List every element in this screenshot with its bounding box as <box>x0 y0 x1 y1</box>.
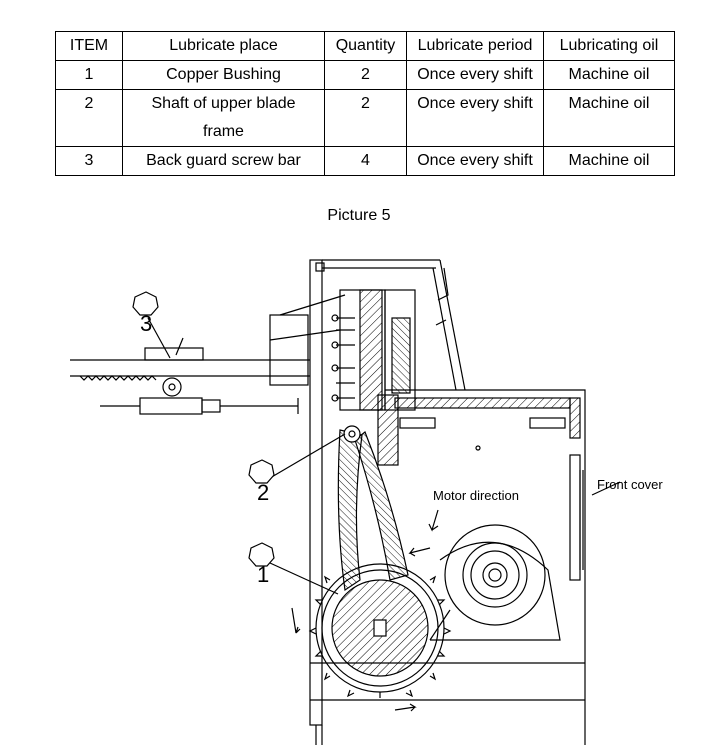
cell-period: Once every shift <box>406 60 544 90</box>
picture-caption: Picture 5 <box>327 207 391 224</box>
connecting-arm <box>337 425 409 592</box>
motor-housing <box>385 389 586 700</box>
cell-quantity: 2 <box>324 60 407 90</box>
cell-period: Once every shift <box>406 146 544 176</box>
col-header-oil: Lubricating oil <box>543 31 675 61</box>
motion-arrows <box>291 509 439 712</box>
cell-item: 1 <box>55 60 123 90</box>
callout-leaders <box>147 317 346 595</box>
flywheel <box>308 563 452 698</box>
lubrication-table: ITEM Lubricate place Quantity Lubricate … <box>55 31 675 176</box>
col-header-quantity: Quantity <box>324 31 407 61</box>
callout-3-label: 3 <box>140 311 152 336</box>
cell-place: Back guard screw bar <box>122 146 325 176</box>
cell-quantity: 4 <box>324 146 407 176</box>
cell-place: Copper Bushing <box>122 60 325 90</box>
upper-blade-assembly <box>331 289 416 466</box>
cell-quantity: 2 <box>324 89 407 147</box>
table-row: 1 Copper Bushing 2 Once every shift Mach… <box>55 60 675 90</box>
table-row: 3 Back guard screw bar 4 Once every shif… <box>55 146 675 176</box>
cell-oil: Machine oil <box>543 89 675 147</box>
motor-direction-label: Motor direction <box>433 488 519 503</box>
col-header-place: Lubricate place <box>122 31 325 61</box>
cell-oil: Machine oil <box>543 60 675 90</box>
table-row: 2 Shaft of upper blade frame 2 Once ever… <box>55 89 675 147</box>
machine-drawing: 3 2 1 Motor direction Front cover <box>70 259 663 745</box>
front-cover-label: Front cover <box>597 477 663 492</box>
back-guard <box>70 294 346 415</box>
cell-place: Shaft of upper blade frame <box>122 89 325 147</box>
callout-1-label: 1 <box>257 562 269 587</box>
table-header-row: ITEM Lubricate place Quantity Lubricate … <box>55 31 675 61</box>
motor-sprocket <box>429 524 561 641</box>
col-header-period: Lubricate period <box>406 31 544 61</box>
front-cover <box>579 470 621 570</box>
col-header-item: ITEM <box>55 31 123 61</box>
cell-item: 3 <box>55 146 123 176</box>
callout-markers <box>132 291 275 567</box>
cell-period: Once every shift <box>406 89 544 147</box>
cell-item: 2 <box>55 89 123 147</box>
cell-oil: Machine oil <box>543 146 675 176</box>
machine-frame <box>309 259 586 745</box>
callout-2-label: 2 <box>257 480 269 505</box>
